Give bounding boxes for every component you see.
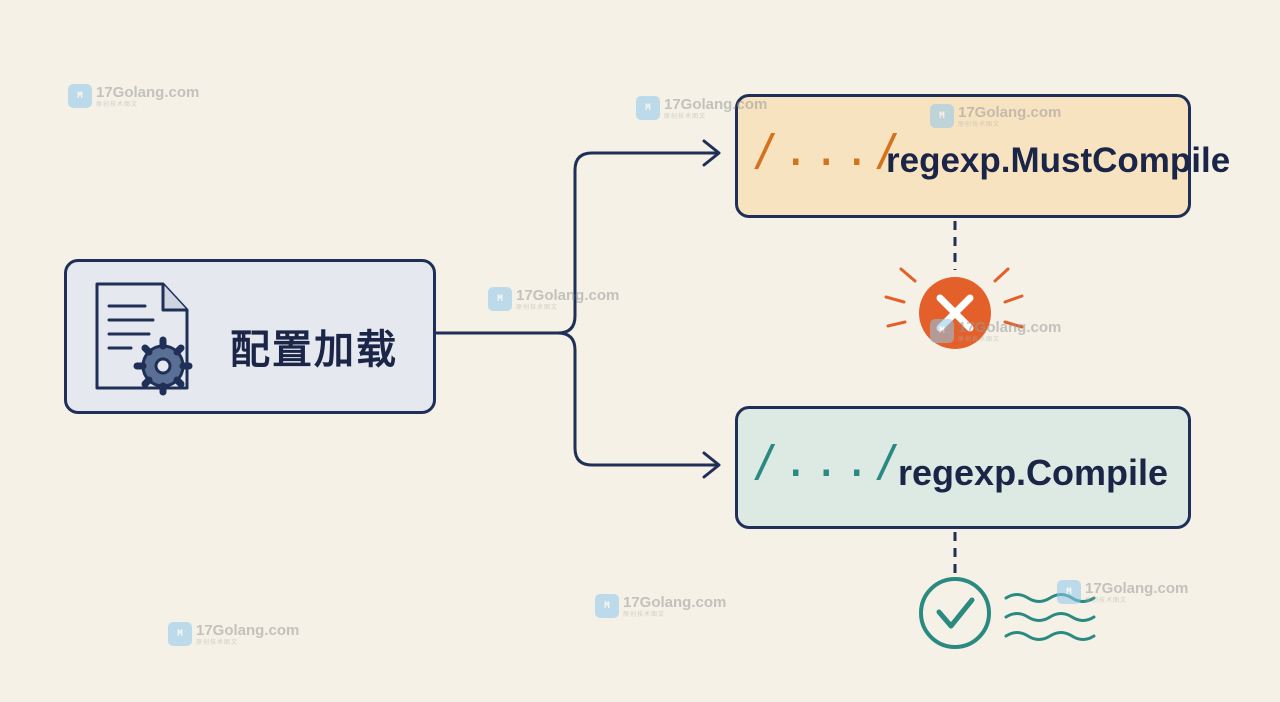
connector-trunk — [434, 151, 720, 335]
branch-connector — [434, 139, 721, 479]
watermark-site: 17Golang.com — [664, 95, 768, 113]
must-compile-node: /.../ regexp.MustCompile — [735, 94, 1230, 218]
watermark-logo-icon: M — [168, 622, 192, 646]
watermark-site: 17Golang.com — [516, 286, 620, 304]
watermark-tagline: 原创技术图文 — [516, 303, 559, 311]
watermark-tagline: 原创技术图文 — [96, 100, 139, 108]
watermark-logo-icon: M — [68, 84, 92, 108]
config-document-icon — [95, 282, 193, 396]
check-circle-icon — [919, 577, 991, 649]
compile-label: regexp.Compile — [898, 452, 1169, 493]
watermark-site: 17Golang.com — [623, 593, 727, 611]
regex-slash-icon: /.../ — [752, 125, 905, 176]
watermark-logo-icon: M — [488, 287, 512, 311]
compile-node: /.../ regexp.Compile — [735, 406, 1191, 529]
watermark-site: 17Golang.com — [1085, 579, 1189, 597]
watermark-tagline: 原创技术图文 — [664, 112, 707, 120]
watermark-tagline: 原创技术图文 — [196, 638, 239, 646]
watermark-logo-icon: M — [595, 594, 619, 618]
must-compile-label: regexp.MustCompile — [886, 141, 1231, 180]
watermark-logo-icon: M — [930, 319, 954, 343]
regex-slash-icon: /.../ — [752, 436, 905, 487]
config-loading-node: 配置加载 — [64, 259, 436, 414]
gear-icon — [133, 336, 193, 396]
watermark-site: 17Golang.com — [958, 318, 1062, 336]
watermark-site: 17Golang.com — [96, 83, 200, 101]
watermark-site: 17Golang.com — [196, 621, 300, 639]
watermark-logo-icon: M — [636, 96, 660, 120]
error-burst-icon — [884, 267, 1024, 329]
config-loading-label: 配置加载 — [230, 327, 398, 373]
watermark-site: 17Golang.com — [958, 103, 1062, 121]
arrowhead-lower — [702, 451, 721, 479]
watermark-logo-icon: M — [1057, 580, 1081, 604]
arrowhead-upper — [702, 139, 721, 167]
connector-lower — [556, 331, 720, 467]
watermark-tagline: 原创技术图文 — [958, 120, 1001, 128]
watermark-tagline: 原创技术图文 — [958, 335, 1001, 343]
watermark-logo-icon: M — [930, 104, 954, 128]
watermark-tagline: 原创技术图文 — [1085, 596, 1128, 604]
watermark-tagline: 原创技术图文 — [623, 610, 666, 618]
